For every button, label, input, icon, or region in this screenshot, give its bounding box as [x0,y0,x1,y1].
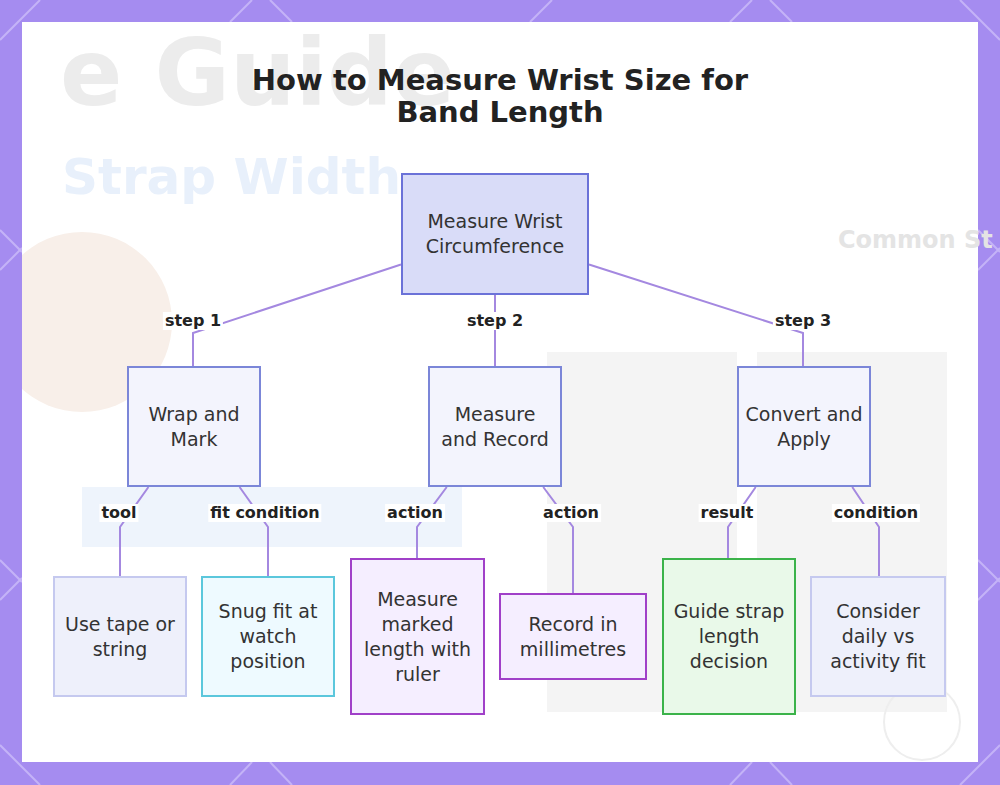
edge-label: tool [99,504,138,522]
edge-label: step 2 [465,312,525,330]
box-text: Consider daily vs activity fit [812,599,944,674]
connector-line [494,295,496,366]
process-box: Record in millimetres [499,593,647,680]
connector-line [543,487,573,593]
faded-watermark: Common St [838,226,993,254]
connector-line [193,265,401,367]
box-text: Measure Wrist Circumference [403,209,587,259]
edge-label: action [541,504,601,522]
box-text: Measure and Record [430,402,560,452]
process-box: Measure marked length with ruler [350,558,485,715]
process-box: Use tape or string [53,576,187,697]
edge-label: condition [832,504,920,522]
connector-line [417,487,447,558]
box-text: Measure marked length with ruler [352,587,483,687]
edge-label: result [699,504,756,522]
box-text: Snug fit at watch position [203,599,333,674]
connector-line [240,487,268,576]
process-box: Wrap and Mark [127,366,261,487]
box-text: Record in millimetres [501,612,645,662]
process-box: Guide strap length decision [662,558,796,715]
faded-watermark: Strap Width [62,148,401,206]
edge-label: action [385,504,445,522]
connector-line [728,487,756,558]
process-box: Snug fit at watch position [201,576,335,697]
connector-line [589,265,803,367]
process-box: Convert and Apply [737,366,871,487]
connector-line [120,487,148,576]
process-box: Measure and Record [428,366,562,487]
edge-label: step 3 [773,312,833,330]
edge-label: step 1 [163,312,223,330]
root-box: Measure Wrist Circumference [401,173,589,295]
edge-label: fit condition [208,504,321,522]
box-text: Use tape or string [55,612,185,662]
box-text: Wrap and Mark [129,402,259,452]
box-text: Guide strap length decision [664,599,794,674]
process-box: Consider daily vs activity fit [810,576,946,697]
connector-line [852,487,879,576]
diagram-title: How to Measure Wrist Size for Band Lengt… [220,64,780,128]
box-text: Convert and Apply [739,402,869,452]
